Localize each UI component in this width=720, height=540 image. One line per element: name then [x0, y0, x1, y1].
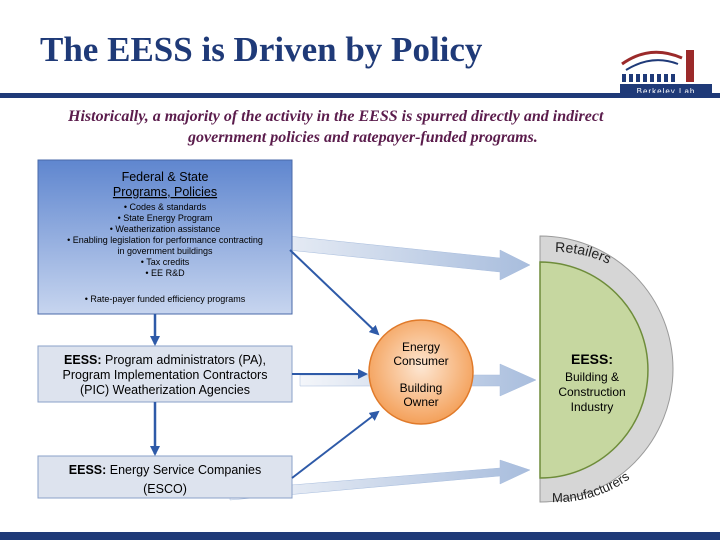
consumer-line-4: Owner: [403, 395, 438, 409]
federal-item-7: • EE R&D: [145, 268, 185, 278]
subtitle-line-1: Historically, a majority of the activity…: [68, 108, 604, 125]
federal-item-2: • State Energy Program: [118, 213, 213, 223]
esco-box-line-1: EESS: Energy Service Companies: [69, 463, 261, 477]
logo-wordmark: Berkeley Lab: [637, 87, 696, 96]
federal-item-8: • Rate-payer funded efficiency programs: [85, 294, 246, 304]
federal-state-box: [37, 159, 293, 315]
pa-box-line-3: (PIC) Weatherization Agencies: [80, 383, 250, 397]
slide-subtitle: Historically, a majority of the activity…: [68, 106, 720, 148]
federal-box-title-1: Federal & State: [122, 170, 209, 184]
esco-box-line-1-text: Energy Service Companies: [106, 463, 261, 477]
logo-arch-mark-2: [625, 59, 679, 71]
slide-title: The EESS is Driven by Policy: [40, 30, 483, 69]
pa-box-line-1: EESS: Program administrators (PA),: [64, 353, 266, 367]
consumer-line-1: Energy: [402, 340, 440, 354]
logo-tower: [686, 50, 694, 82]
federal-box-title-2: Programs, Policies: [113, 185, 217, 199]
federal-item-5: in government buildings: [117, 246, 213, 256]
esco-box-eess-label: EESS:: [69, 463, 107, 477]
consumer-line-3: Building: [400, 381, 443, 395]
industry-line-2: Construction: [558, 385, 625, 399]
footer-bar: [0, 532, 720, 540]
consumer-line-2: Consumer: [393, 354, 448, 368]
pa-box-line-1-text: Program administrators (PA),: [102, 353, 266, 367]
esco-box-line-2: (ESCO): [143, 482, 187, 496]
energy-consumer-circle: [368, 319, 474, 425]
arrow-federal-to-consumer: [289, 249, 380, 336]
federal-item-4: • Enabling legislation for performance c…: [67, 235, 263, 245]
federal-item-6: • Tax credits: [141, 257, 190, 267]
arrow-esco-to-consumer: [291, 410, 380, 479]
pa-box-line-2: Program Implementation Contractors: [63, 368, 268, 382]
pa-box-eess-label: EESS:: [64, 353, 102, 367]
federal-item-3: • Weatherization assistance: [110, 224, 221, 234]
industry-half-circle: [539, 261, 649, 479]
subtitle-line-2: government policies and ratepayer-funded…: [188, 129, 538, 146]
industry-line-1: Building &: [565, 370, 619, 384]
logo-arch-mark: [621, 50, 683, 66]
esco-box: [37, 455, 293, 499]
program-administrators-box: [37, 345, 293, 403]
federal-item-1: • Codes & standards: [124, 202, 207, 212]
industry-line-3: Industry: [571, 400, 614, 414]
logo-columns: [622, 74, 675, 82]
title-underline: [0, 93, 720, 98]
industry-title: EESS:: [571, 351, 613, 367]
